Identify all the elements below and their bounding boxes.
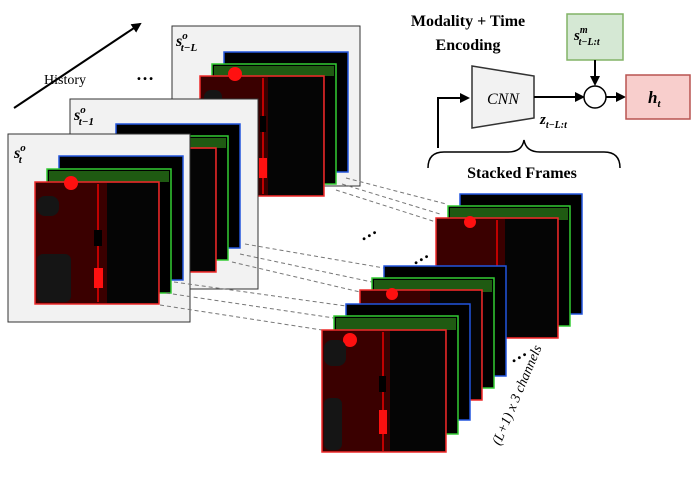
cnn-block	[471, 65, 535, 129]
sm-base: s	[573, 28, 580, 44]
svg-text:sot−1: sot−1	[73, 104, 94, 128]
s-tl-sub: t−L	[181, 42, 198, 54]
s-t1-sup: o	[80, 104, 86, 116]
svg-text:zt−L:t: zt−L:t	[539, 112, 568, 131]
svg-text:smt−L:t: smt−L:t	[573, 25, 601, 48]
history-arrow	[13, 22, 142, 109]
z-base: z	[539, 112, 546, 128]
s-t1-sub: t−1	[79, 116, 94, 128]
s-t-sup: o	[20, 142, 26, 154]
s-t1-base: s	[73, 107, 80, 124]
modality-title-line1: Modality + Time	[411, 13, 525, 30]
frame-connectors	[159, 177, 447, 331]
svg-text:ht: ht	[648, 88, 661, 110]
stack-to-cnn-arrow	[437, 93, 470, 148]
stacked-frames-label: Stacked Frames	[467, 165, 577, 182]
s-t-base: s	[13, 145, 20, 162]
combine-node	[583, 85, 607, 109]
history-label: History	[44, 73, 86, 88]
h-base: h	[648, 88, 657, 107]
stacked-group-bottom	[321, 303, 471, 453]
frame-stack-t	[34, 155, 184, 305]
s-tl-base: s	[175, 33, 182, 50]
svg-text:sot−L: sot−L	[175, 30, 197, 54]
h-sub: t	[657, 98, 661, 110]
s-tl-sup: o	[182, 30, 188, 42]
modality-title-line2: Encoding	[436, 37, 501, 54]
cnn-label: CNN	[487, 91, 520, 108]
hidden-state-box	[625, 74, 691, 120]
sm-sub: t−L:t	[579, 37, 601, 48]
z-sub: t−L:t	[546, 120, 568, 131]
modality-embedding-box	[566, 13, 624, 61]
sm-sup: m	[580, 25, 588, 36]
s-t-sub: t	[19, 154, 23, 166]
svg-text:sot: sot	[13, 142, 26, 166]
stack-dots-1: …	[354, 218, 380, 244]
stack-dots-2: …	[406, 242, 432, 268]
history-dots: …	[136, 64, 154, 84]
stacked-frames-brace	[427, 139, 621, 169]
